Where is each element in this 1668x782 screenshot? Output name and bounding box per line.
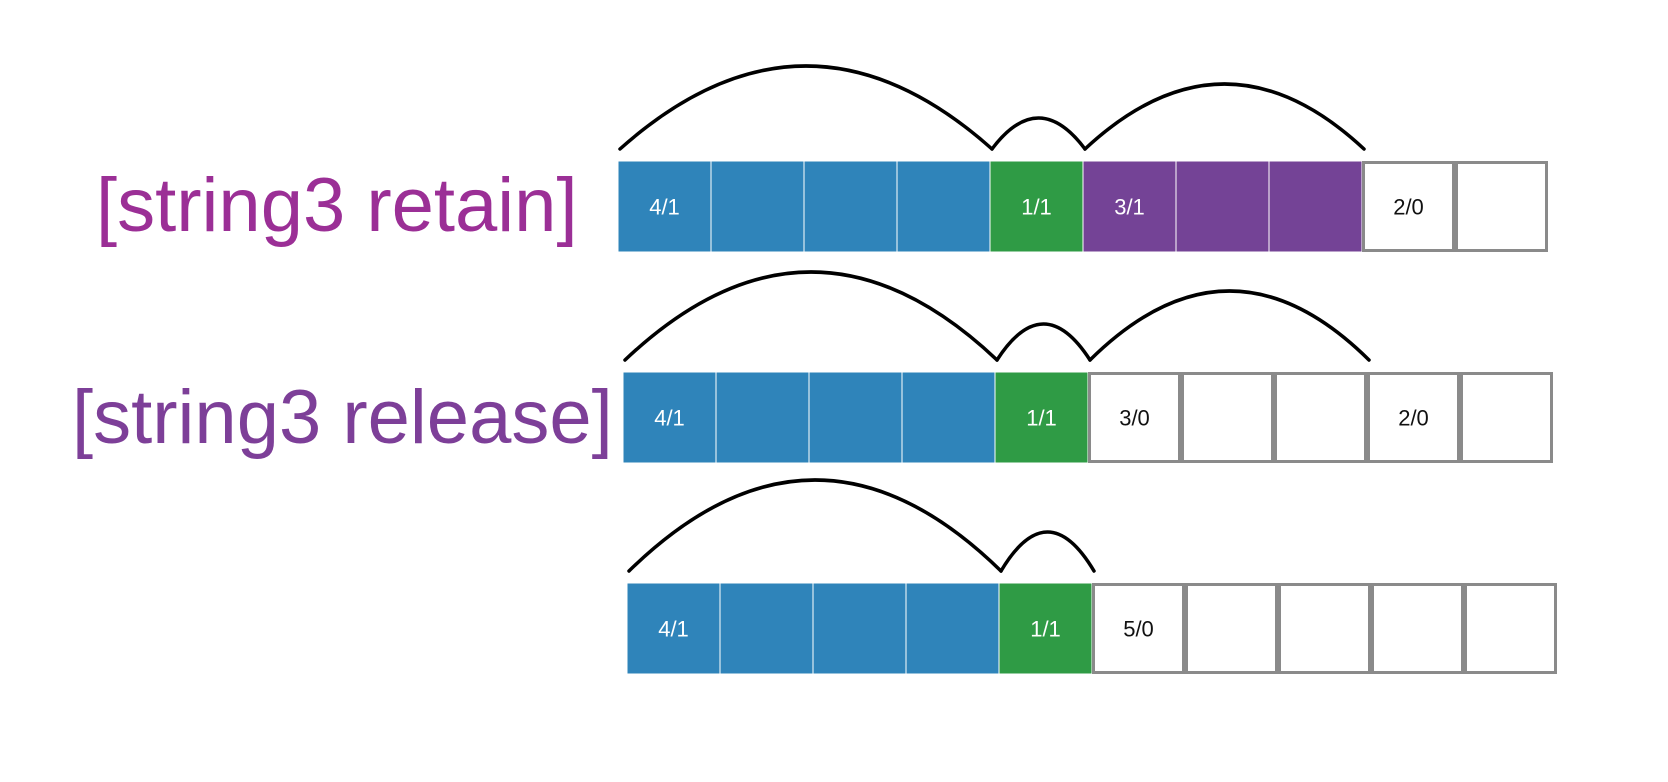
block-cell	[710, 160, 805, 253]
block-cell-label: 4/1	[649, 195, 680, 220]
block-cell-label: 5/0	[1123, 617, 1154, 642]
block-cell	[622, 371, 717, 464]
block-row-release: 4/1 1/1 3/0 2/0	[622, 270, 1553, 464]
block-cell	[1268, 160, 1363, 253]
block-cell	[1362, 161, 1455, 252]
block-link-arc	[618, 64, 994, 151]
block-cell-label: 3/1	[1114, 195, 1145, 220]
block-cell	[994, 371, 1089, 464]
block-cell	[1092, 583, 1185, 674]
block-cell	[617, 160, 712, 253]
block-cell	[626, 582, 721, 675]
block-cell-label: 1/1	[1026, 406, 1057, 431]
block-cell	[803, 160, 898, 253]
block-link-arc	[999, 530, 1096, 573]
block-row-retain: 4/1 1/1 3/1 2/0	[617, 64, 1548, 253]
block-link-arc	[623, 270, 999, 362]
block-link-arc	[1083, 82, 1366, 151]
retain-label: [string3 retain]	[96, 163, 578, 248]
block-cell-label: 2/0	[1398, 406, 1429, 431]
block-cell	[1367, 372, 1460, 463]
block-row-coalesced: 4/1 1/1 5/0	[626, 478, 1557, 675]
block-cell	[1274, 372, 1367, 463]
block-cell-label: 1/1	[1021, 195, 1052, 220]
block-cell	[1175, 160, 1270, 253]
block-cell	[1455, 161, 1548, 252]
block-cell	[1371, 583, 1464, 674]
block-cell	[901, 371, 996, 464]
block-cell-label: 4/1	[658, 617, 689, 642]
block-cell	[1088, 372, 1181, 463]
block-cell	[1185, 583, 1278, 674]
block-cell-label: 3/0	[1119, 406, 1150, 431]
block-cell	[812, 582, 907, 675]
release-label: [string3 release]	[72, 375, 613, 460]
block-cell	[719, 582, 814, 675]
block-cell-label: 4/1	[654, 406, 685, 431]
block-link-arc	[627, 478, 1003, 573]
block-cell	[1460, 372, 1553, 463]
block-cell	[896, 160, 991, 253]
block-cell	[998, 582, 1093, 675]
block-cell	[715, 371, 810, 464]
block-cell	[808, 371, 903, 464]
block-link-arc	[995, 322, 1092, 362]
block-cell	[1278, 583, 1371, 674]
block-cell	[1464, 583, 1557, 674]
block-link-arc	[990, 116, 1087, 151]
block-cell-label: 2/0	[1393, 195, 1424, 220]
block-cell	[905, 582, 1000, 675]
block-cell-label: 1/1	[1030, 617, 1061, 642]
block-link-arc	[1088, 289, 1371, 362]
block-cell	[1181, 372, 1274, 463]
